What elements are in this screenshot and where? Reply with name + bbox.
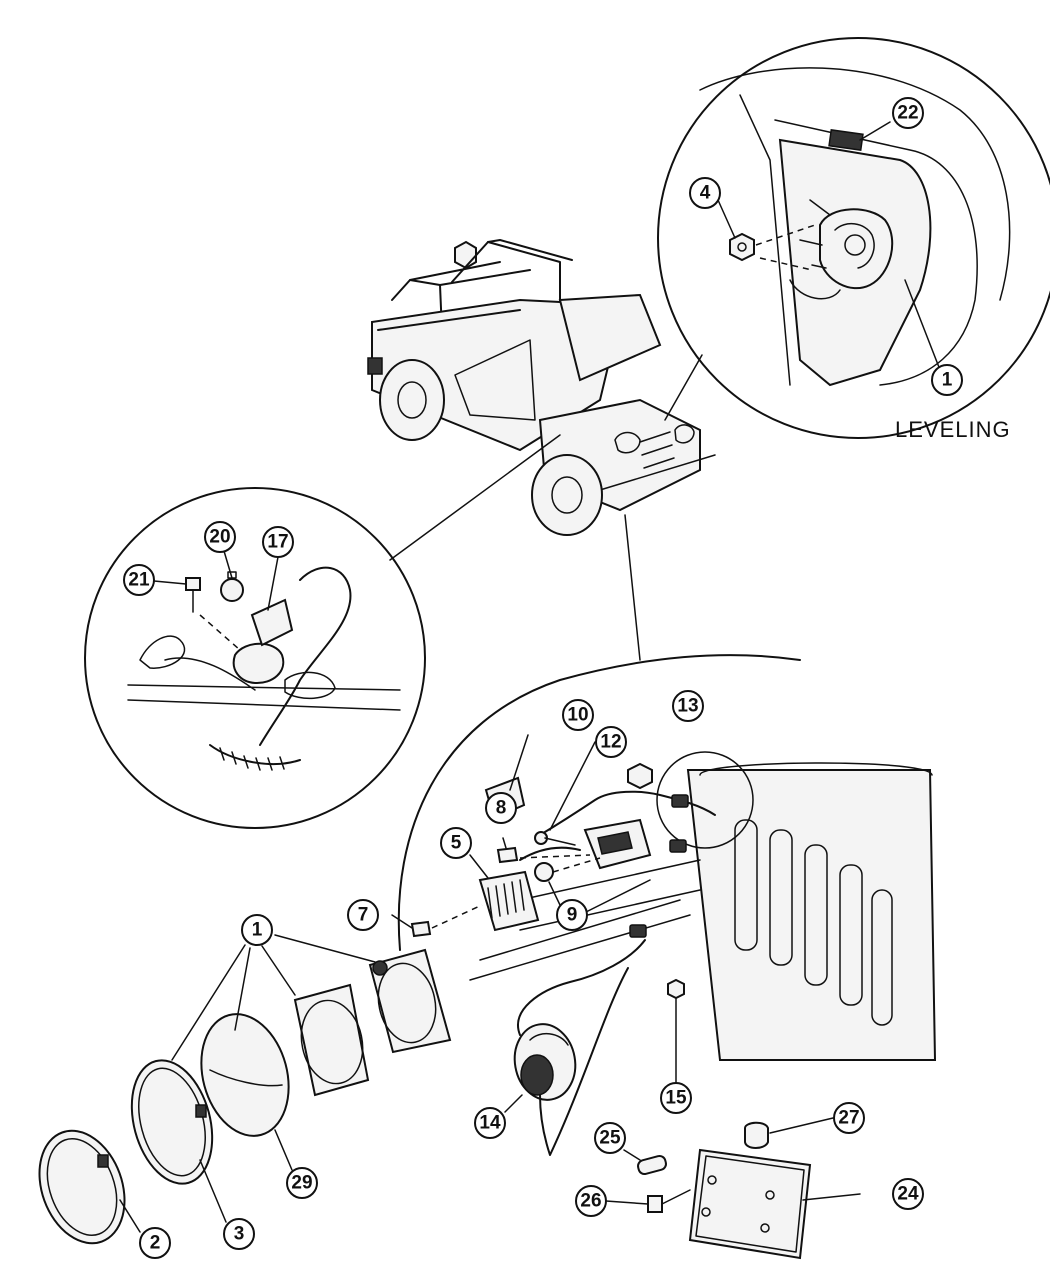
svg-text:25: 25 [599,1128,621,1149]
svg-text:1: 1 [942,370,953,391]
svg-text:3: 3 [234,1224,245,1245]
callout-21: 21 [123,564,155,596]
leader-leveling [664,354,703,421]
callout-15: 15 [660,1082,692,1114]
svg-text:12: 12 [600,732,621,753]
callout-24: 24 [892,1178,924,1210]
callout-2: 2 [139,1227,171,1259]
svg-text:14: 14 [479,1113,501,1134]
callout-29: 29 [286,1167,318,1199]
svg-text:4: 4 [700,183,711,204]
svg-text:1: 1 [252,920,263,941]
callout-9: 9 [556,899,588,931]
svg-text:22: 22 [897,103,918,124]
callout-26: 26 [575,1185,607,1217]
callout-5: 5 [440,827,472,859]
svg-text:17: 17 [267,532,288,553]
callout-3: 3 [223,1218,255,1250]
svg-text:13: 13 [677,696,698,717]
jeep-vehicle [367,239,716,536]
svg-text:15: 15 [665,1088,687,1109]
callout-12: 12 [595,726,627,758]
callout-10: 10 [562,699,594,731]
svg-text:9: 9 [567,905,578,926]
callout-27: 27 [833,1102,865,1134]
svg-text:10: 10 [567,705,588,726]
front-end-detail-view [397,654,937,1061]
callout-7: 7 [347,899,379,931]
svg-text:2: 2 [150,1233,161,1254]
svg-text:29: 29 [291,1173,312,1194]
leveling-caption: LEVELING [895,417,1011,442]
callout-20: 20 [204,521,236,553]
leveling-detail-view [454,37,1050,439]
bulb-socket-detail-view [84,487,426,829]
svg-text:5: 5 [451,833,462,854]
fog-lamp-parts [504,939,685,1156]
svg-text:26: 26 [580,1191,601,1212]
callout-14: 14 [474,1107,506,1139]
callout-1-leveling: 1 [931,364,963,396]
svg-text:8: 8 [496,798,507,819]
callout-25: 25 [594,1122,626,1154]
svg-text:24: 24 [897,1184,919,1205]
svg-text:21: 21 [128,570,150,591]
callout-1-headlamp: 1 [241,914,273,946]
callout-4: 4 [689,177,721,209]
callout-13: 13 [672,690,704,722]
headlamp-assembly [38,934,452,1245]
callout-22: 22 [892,97,924,129]
leader-socket [389,434,561,561]
grille-slots [734,819,893,1026]
callout-8: 8 [485,792,517,824]
svg-text:20: 20 [209,527,230,548]
license-plate-parts [605,1117,861,1260]
callout-17: 17 [262,526,294,558]
parking-lamp-parts [391,734,651,938]
svg-text:7: 7 [358,905,369,926]
svg-text:27: 27 [838,1108,859,1129]
leader-front-end [624,514,641,661]
